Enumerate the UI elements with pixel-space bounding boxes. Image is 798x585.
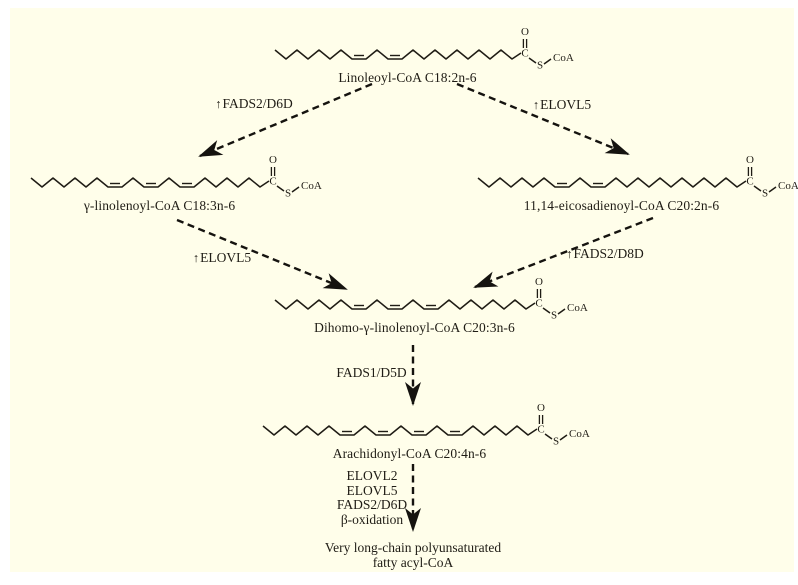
svg-text:S: S bbox=[285, 188, 291, 200]
molecule-label: Dihomo-γ-linolenoyl-CoA C20:3n-6 bbox=[314, 320, 515, 335]
svg-text:S: S bbox=[537, 60, 543, 72]
enzyme-name: FADS2/D8D bbox=[573, 246, 644, 261]
skeletal-structure-gamma-linolenoyl: OCS CoA bbox=[30, 154, 322, 200]
svg-text:C: C bbox=[537, 424, 544, 436]
svg-text:O: O bbox=[535, 276, 543, 288]
upregulation-arrow-icon: ↑ bbox=[532, 98, 540, 112]
svg-text:S: S bbox=[551, 310, 557, 322]
svg-text:S: S bbox=[762, 188, 768, 200]
enzyme-name: ELOVL5 bbox=[200, 250, 252, 265]
svg-text:O: O bbox=[521, 26, 529, 38]
enzyme-label-fads1-d5d: FADS1/D5D bbox=[306, 365, 436, 381]
svg-text:O: O bbox=[746, 154, 754, 166]
molecule-label: Arachidonyl-CoA C20:4n-6 bbox=[332, 446, 487, 461]
enzyme-name: FADS1/D5D bbox=[336, 365, 407, 380]
svg-text:CoA: CoA bbox=[553, 52, 574, 64]
enzyme-label-elovl5-top: ↑ELOVL5 bbox=[497, 97, 627, 113]
svg-text:S: S bbox=[553, 436, 559, 448]
product-line-2: fatty acyl-CoA bbox=[372, 554, 454, 570]
skeletal-structure-eicosadienoyl: OCS CoA bbox=[477, 154, 798, 200]
svg-text:C: C bbox=[269, 176, 276, 188]
enzyme-name: FADS2/D6D bbox=[222, 96, 293, 111]
svg-text:C: C bbox=[521, 48, 528, 60]
skeletal-structure-arachidonyl: OCS CoA bbox=[262, 402, 590, 448]
product-line-1: Very long-chain polyunsaturated bbox=[324, 540, 502, 555]
svg-text:O: O bbox=[269, 154, 277, 166]
enzyme-label-fads2-d8d: ↑FADS2/D8D bbox=[540, 246, 670, 262]
arrow-linoleoyl-to-gamma-linolenoyl bbox=[198, 82, 373, 158]
molecule-label: Linoleoyl-CoA C18:2n-6 bbox=[338, 70, 477, 85]
enzyme-cascade-list: ELOVL2 ELOVL5 FADS2/D6D β-oxidation bbox=[312, 469, 432, 527]
arrow-linoleoyl-to-eicosadienoyl bbox=[456, 82, 630, 156]
cascade-enzyme: ELOVL5 bbox=[346, 482, 398, 498]
molecule-label: γ-linolenoyl-CoA C18:3n-6 bbox=[83, 198, 236, 213]
svg-text:C: C bbox=[746, 176, 753, 188]
svg-text:O: O bbox=[537, 402, 545, 414]
svg-text:CoA: CoA bbox=[569, 428, 590, 440]
molecule-label: 11,14-eicosadienoyl-CoA C20:2n-6 bbox=[523, 198, 720, 213]
svg-text:CoA: CoA bbox=[301, 180, 322, 192]
upregulation-arrow-icon: ↑ bbox=[192, 251, 200, 265]
cascade-enzyme: β-oxidation bbox=[340, 511, 404, 527]
cascade-enzyme: ELOVL2 bbox=[346, 468, 398, 483]
cascade-enzyme: FADS2/D6D bbox=[336, 497, 408, 512]
svg-text:C: C bbox=[535, 298, 542, 310]
enzyme-label-elovl5-mid: ↑ELOVL5 bbox=[157, 250, 287, 266]
upregulation-arrow-icon: ↑ bbox=[215, 97, 222, 111]
enzyme-name: ELOVL5 bbox=[540, 97, 592, 112]
svg-text:CoA: CoA bbox=[567, 302, 588, 314]
svg-text:CoA: CoA bbox=[778, 180, 798, 192]
skeletal-structure-dihomo: OCS CoA bbox=[274, 276, 588, 322]
upregulation-arrow-icon: ↑ bbox=[566, 247, 573, 261]
enzyme-label-fads2-d6d: ↑FADS2/D6D bbox=[189, 96, 319, 112]
skeletal-structure-linoleoyl: OCS CoA bbox=[274, 26, 574, 72]
final-product-label: Very long-chain polyunsaturated fatty ac… bbox=[293, 540, 533, 570]
